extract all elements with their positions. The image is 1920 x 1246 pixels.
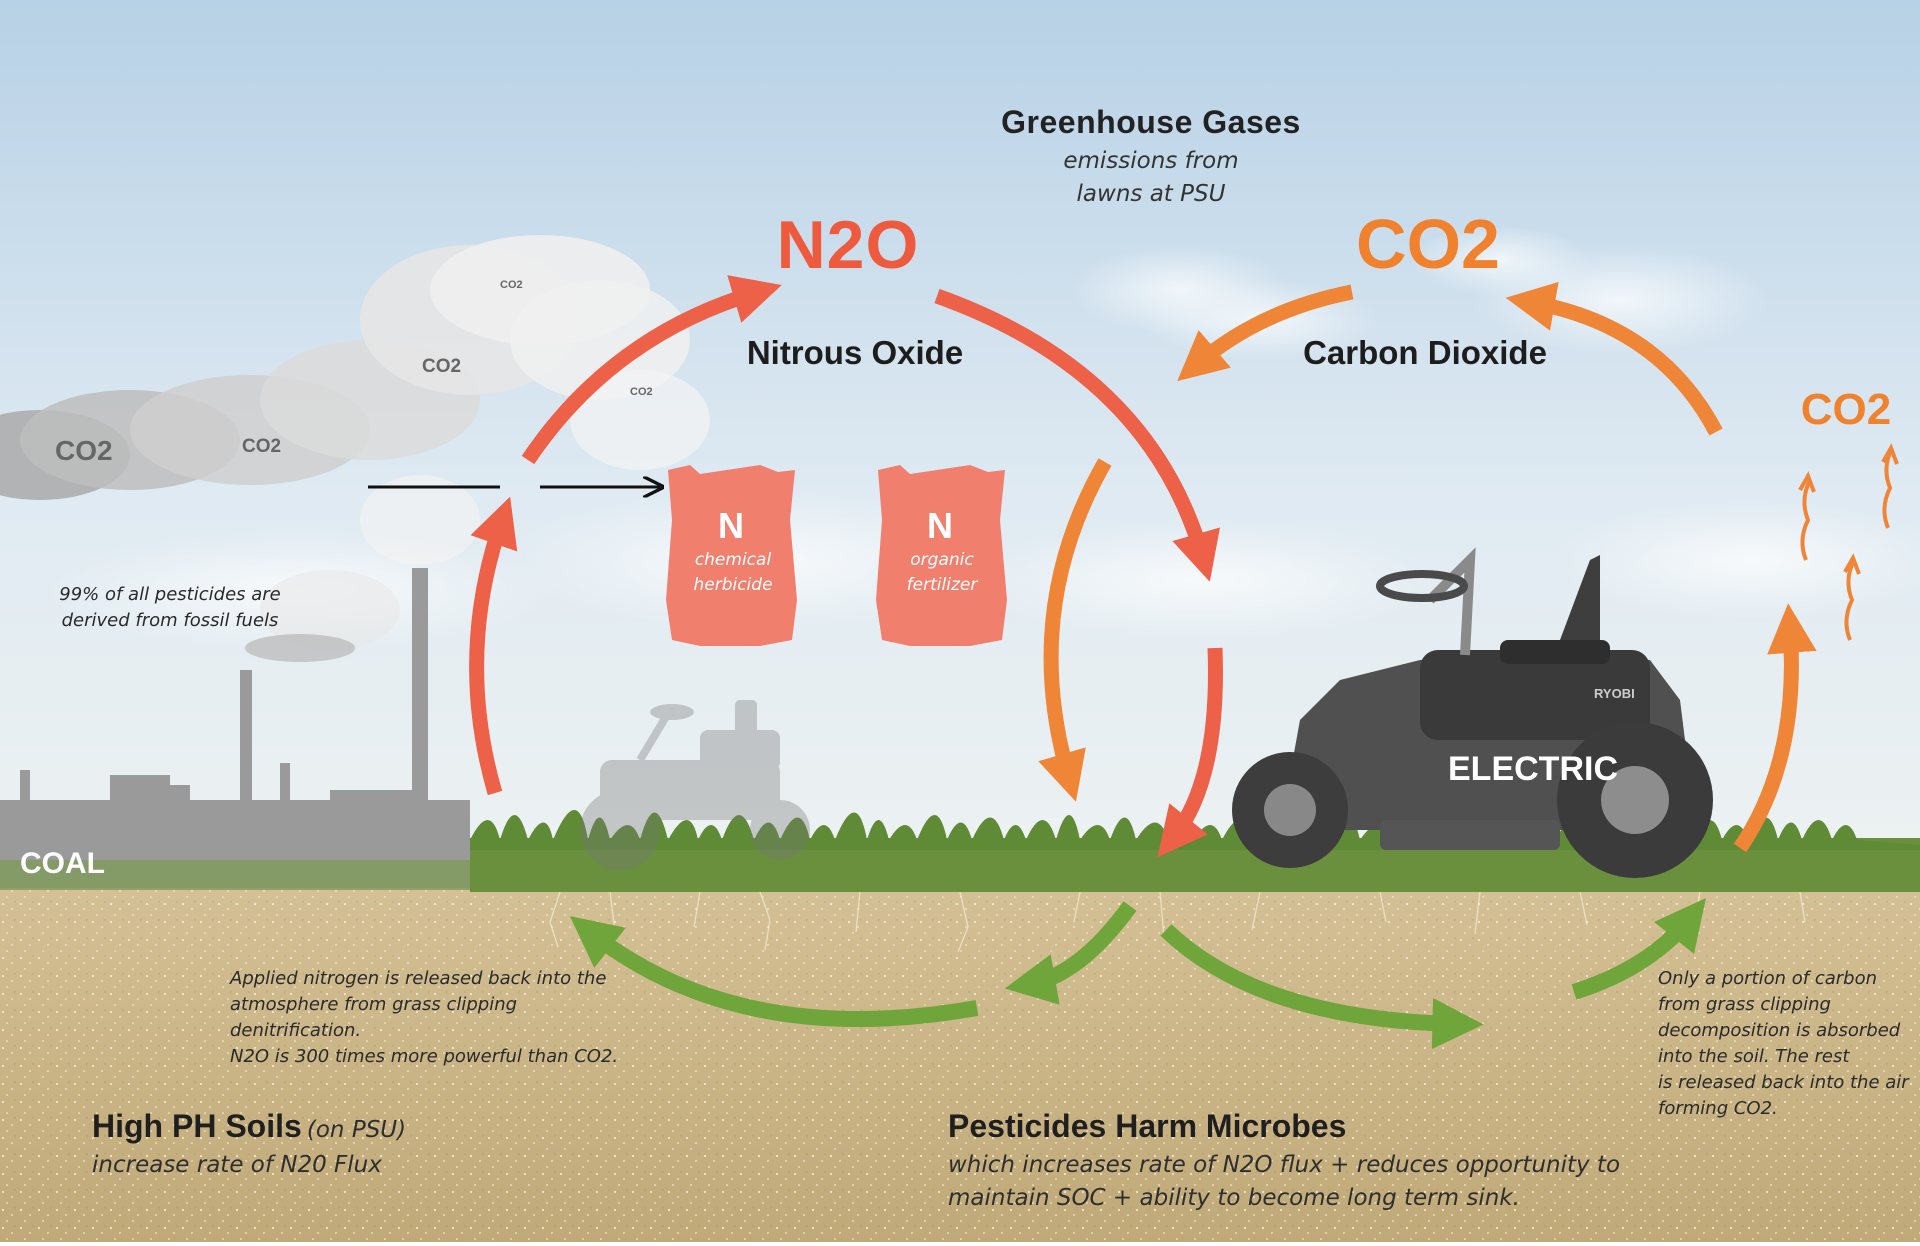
soil-arrow-right [1160,924,1484,1050]
high-ph-title: High PH Soils [92,1108,302,1144]
electric-label: ELECTRIC [1448,750,1618,788]
soil-arrow-down-left [1004,901,1137,1005]
note-line: Only a portion of carbon [1658,968,1877,989]
note-line: atmosphere from grass clipping denitrifi… [230,994,518,1041]
note-line: is released back into the air [1658,1072,1909,1093]
rising-co2-arrows [1798,443,1899,641]
soil-cycle-arrows [569,898,1706,1050]
bag-letter: N [718,505,744,546]
nitrogen-release-note: Applied nitrogen is released back into t… [230,966,650,1070]
co2-formula: CO2 [1356,205,1500,283]
soil-arrow-left [569,916,979,1027]
note-line: decomposition is absorbed [1658,1020,1901,1041]
bag-letter: N [927,505,953,546]
diagram-subtitle-line1: emissions from [1063,148,1239,174]
arrow-n2o-down [934,288,1221,582]
arrow-to-co2 [1505,281,1723,436]
diagram-title: Greenhouse Gases [1001,104,1301,140]
pesticides-heading: Pesticides Harm Microbes [948,1108,1347,1144]
pesticides-subtitle-line2: maintain SOC + ability to become long te… [948,1185,1520,1211]
bag-label-line2: herbicide [693,575,772,595]
n2o-formula: N2O [777,207,920,283]
high-ph-subtitle: increase rate of N20 Flux [92,1152,382,1178]
arrow-bag-down [1038,458,1112,802]
bag-label-line1: chemical [695,550,772,570]
arrow-to-grass-red [1157,647,1223,858]
smoke-co2-label: CO2 [55,435,113,466]
smoke-co2-label: CO2 [242,436,281,457]
pesticides-fossil-note: 99% of all pesticides are derived from f… [20,582,320,634]
co2-cycle-arrows [1177,281,1817,853]
smoke-co2-label: CO2 [500,279,523,291]
diagram-subtitle-line2: lawns at PSU [1076,181,1226,207]
high-ph-heading: High PH Soils (on PSU) [92,1108,406,1147]
coal-label: COAL [20,847,105,880]
smoke-plume [0,235,710,650]
arrow-co2-left [1177,284,1354,382]
soil-arrow-up-right [1571,898,1706,1000]
arrow-fossil-up [469,496,518,796]
arrow-clipping-up [1733,603,1817,853]
gas-mower-faded [580,700,810,870]
co2-name-label: Carbon Dioxide [1303,334,1547,371]
note-line: derived from fossil fuels [61,610,279,631]
note-line: forming CO2. [1658,1098,1778,1119]
smoke-co2-label: CO2 [630,386,653,398]
smoke-co2-label: CO2 [422,356,461,377]
n2o-name-label: Nitrous Oxide [746,334,964,371]
mower-brand-label: RYOBI [1594,686,1635,701]
note-line: N2O is 300 times more powerful than CO2. [230,1046,619,1067]
pesticides-subtitle-line1: which increases rate of N2O flux + reduc… [948,1152,1621,1178]
note-line: from grass clipping [1658,994,1831,1015]
high-ph-paren: (on PSU) [306,1117,407,1143]
carbon-portion-note: Only a portion of carbon from grass clip… [1658,966,1918,1122]
note-line: into the soil. The rest [1658,1046,1850,1067]
bag-label-line2: fertilizer [907,575,979,595]
note-line: 99% of all pesticides are [59,584,281,605]
n2o-cycle-arrows [469,275,1223,858]
co2-small-formula: CO2 [1801,385,1891,434]
chemical-herbicide-bag: N chemical herbicide [666,465,797,646]
arrow-to-n2o [521,275,782,465]
note-line: Applied nitrogen is released back into t… [230,968,607,989]
bag-label-line1: organic [910,550,974,570]
electric-mower: RYOBI [1232,547,1713,878]
organic-fertilizer-bag: N organic fertilizer [876,465,1007,646]
